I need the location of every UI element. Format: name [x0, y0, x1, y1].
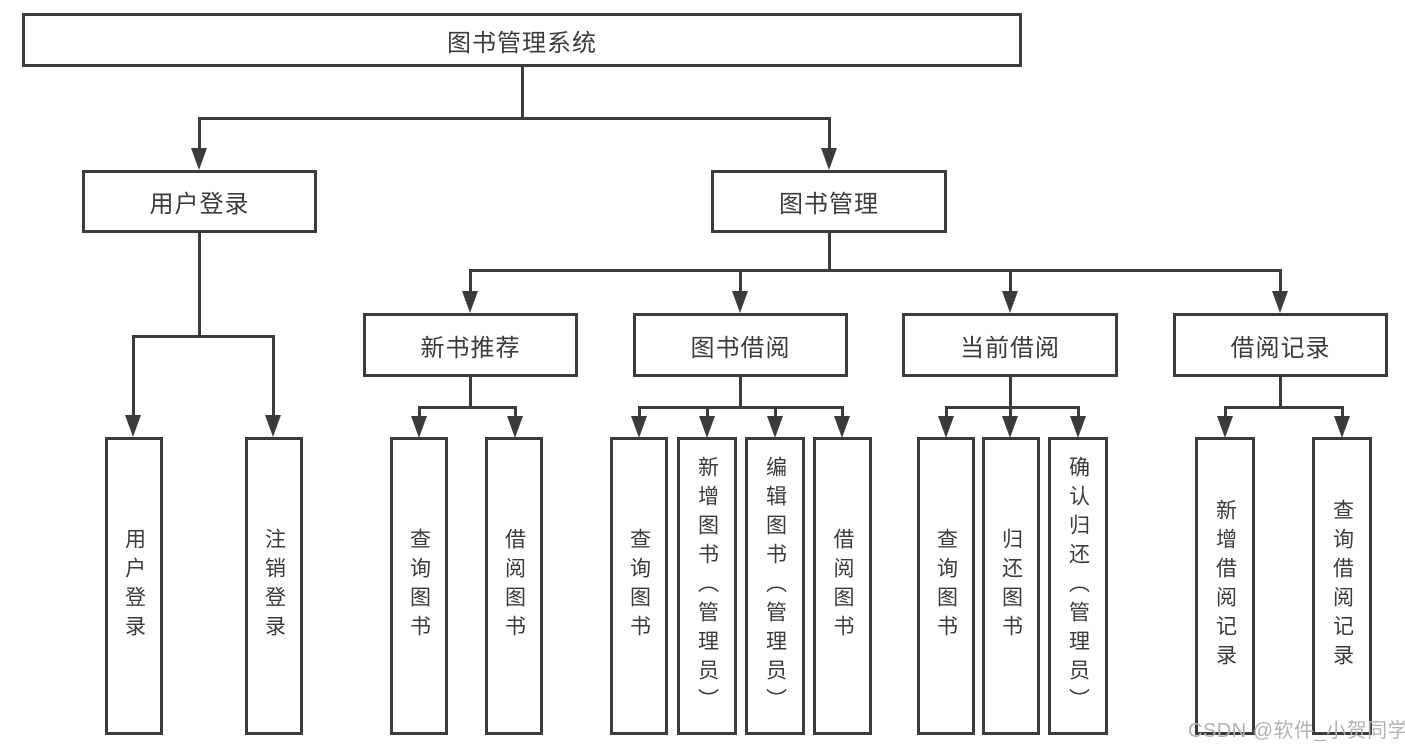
node-box-book-borrowing: 图书借阅: [633, 313, 848, 377]
node-label: 查询图书: [627, 528, 651, 644]
node-label: 查询图书: [407, 528, 431, 644]
arrow-head-icon: [507, 416, 523, 438]
arrow-stem: [1278, 269, 1282, 295]
node-label: 图书管理系统: [447, 29, 597, 57]
leaf-box-query-books-3: 查询图书: [917, 437, 975, 735]
arrow-stem: [271, 335, 275, 419]
arrow-stem: [1008, 406, 1012, 420]
arrow-head-icon: [699, 416, 715, 438]
connector-hline: [944, 405, 1080, 409]
leaf-box-add-borrow-record: 新增借阅记录: [1195, 437, 1255, 735]
arrow-stem: [1223, 406, 1227, 420]
node-label: 图书管理: [779, 191, 879, 218]
arrow-head-icon: [1002, 416, 1018, 438]
arrow-stem: [840, 406, 844, 420]
connector-hline: [197, 116, 831, 120]
arrow-head-icon: [938, 416, 954, 438]
leaf-box-add-book-admin: 新增图书（管理员）: [677, 437, 737, 735]
arrow-head-icon: [834, 416, 850, 438]
leaf-box-borrow-books-1: 借阅图书: [485, 437, 543, 735]
arrow-stem: [705, 406, 709, 420]
connector-vline: [1008, 376, 1012, 408]
leaf-box-user-login: 用户登录: [105, 437, 163, 735]
node-label: 确认归还（管理员）: [1066, 455, 1090, 717]
leaf-box-query-borrow-record: 查询借阅记录: [1312, 437, 1372, 735]
arrow-head-icon: [1334, 416, 1350, 438]
arrow-head-icon: [462, 291, 478, 313]
node-box-root: 图书管理系统: [22, 13, 1022, 67]
node-label: 新增图书（管理员）: [695, 455, 719, 717]
arrow-head-icon: [821, 148, 837, 170]
node-label: 新书推荐: [420, 334, 521, 362]
leaf-box-return-book: 归还图书: [982, 437, 1040, 735]
leaf-box-borrow-books-2: 借阅图书: [813, 437, 872, 735]
arrow-stem: [637, 406, 641, 420]
connector-vline: [827, 231, 831, 271]
leaf-box-logout: 注销登录: [245, 437, 303, 735]
arrow-head-icon: [1002, 291, 1018, 313]
node-box-borrowing-records: 借阅记录: [1173, 313, 1388, 377]
node-label: 查询图书: [934, 528, 958, 644]
arrow-stem: [944, 406, 948, 420]
arrow-head-icon: [732, 291, 748, 313]
connector-hline: [637, 405, 844, 409]
connector-hline: [468, 268, 1282, 272]
arrow-head-icon: [265, 415, 281, 437]
connector-vline: [197, 231, 201, 337]
connector-vline: [468, 376, 472, 408]
arrow-stem: [1340, 406, 1344, 420]
node-box-user-login: 用户登录: [82, 170, 317, 233]
arrow-head-icon: [1272, 291, 1288, 313]
connector-hline: [1223, 405, 1344, 409]
connector-hline: [417, 405, 517, 409]
node-label: 用户登录: [122, 528, 146, 644]
node-label: 新增借阅记录: [1213, 499, 1237, 673]
arrow-stem: [827, 117, 831, 152]
arrow-head-icon: [631, 416, 647, 438]
arrow-stem: [513, 406, 517, 420]
node-label: 借阅记录: [1230, 334, 1331, 362]
connector-vline: [520, 66, 524, 120]
node-label: 归还图书: [999, 528, 1023, 644]
arrow-stem: [197, 117, 201, 152]
arrow-stem: [773, 406, 777, 420]
arrow-head-icon: [1217, 416, 1233, 438]
node-label: 借阅图书: [831, 528, 854, 644]
arrow-stem: [1076, 406, 1080, 420]
arrow-stem: [417, 406, 421, 420]
node-label: 注销登录: [262, 528, 286, 644]
node-label: 图书借阅: [690, 334, 791, 362]
node-box-new-book-recommend: 新书推荐: [363, 313, 578, 377]
arrow-stem: [738, 269, 742, 295]
node-label: 当前借阅: [960, 334, 1060, 362]
leaf-box-query-books-2: 查询图书: [610, 437, 668, 735]
arrow-head-icon: [191, 148, 207, 170]
node-box-current-borrowing: 当前借阅: [902, 313, 1118, 377]
node-box-book-management: 图书管理: [711, 170, 947, 233]
node-label: 编辑图书（管理员）: [763, 455, 787, 717]
arrow-head-icon: [411, 416, 427, 438]
arrow-head-icon: [767, 416, 783, 438]
arrow-stem: [131, 335, 135, 419]
node-label: 借阅图书: [502, 528, 526, 644]
node-label: 查询借阅记录: [1330, 499, 1354, 673]
node-label: 用户登录: [149, 191, 250, 218]
connector-hline: [131, 334, 275, 338]
leaf-box-confirm-return-admin: 确认归还（管理员）: [1048, 437, 1108, 735]
leaf-box-query-books-1: 查询图书: [390, 437, 448, 735]
arrow-stem: [468, 269, 472, 295]
connector-vline: [1278, 376, 1282, 408]
arrow-stem: [1008, 269, 1012, 295]
arrow-head-icon: [125, 415, 141, 437]
csdn-watermark: CSDN @软件_小贺同学: [1188, 720, 1405, 742]
leaf-box-edit-book-admin: 编辑图书（管理员）: [745, 437, 805, 735]
arrow-head-icon: [1070, 416, 1086, 438]
connector-vline: [738, 376, 742, 408]
